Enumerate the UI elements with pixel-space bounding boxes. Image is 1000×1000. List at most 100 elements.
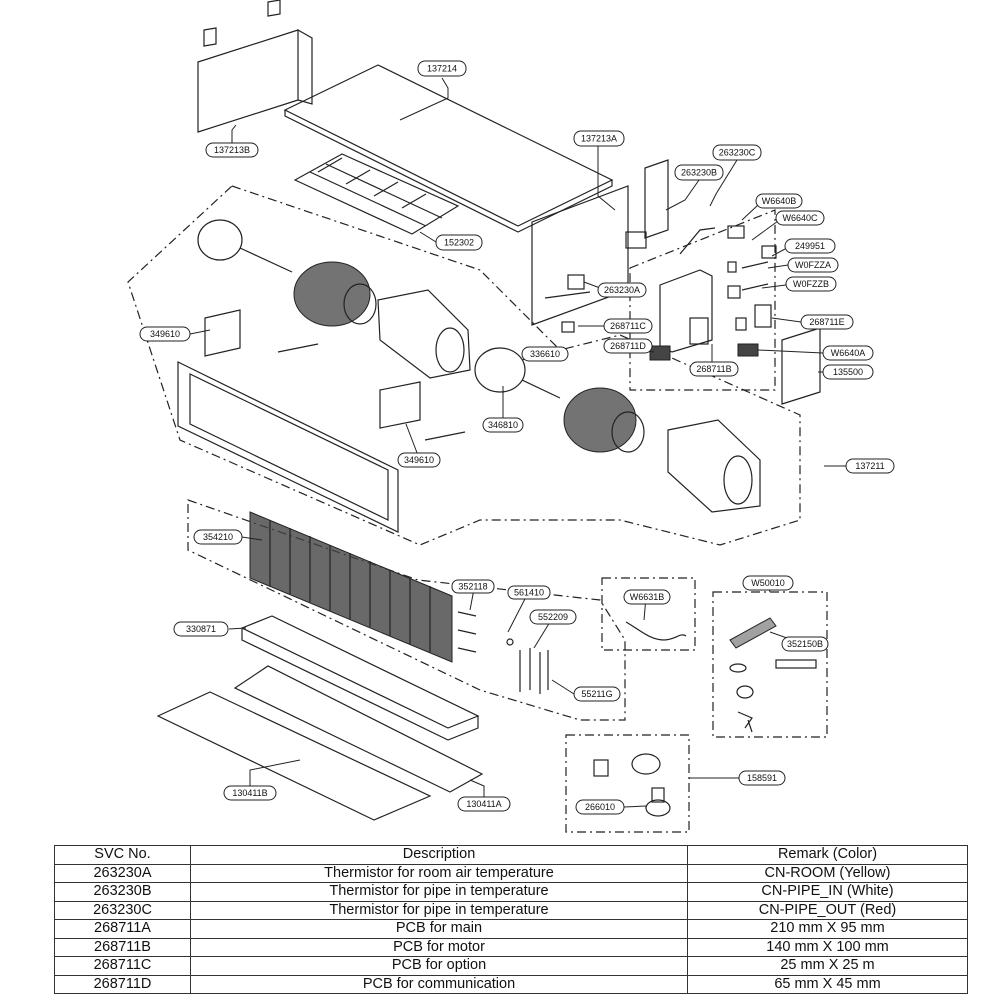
svg-text:W6640B: W6640B <box>762 196 797 206</box>
remark-cell: CN-PIPE_IN (White) <box>687 882 968 902</box>
callout-349610-right: 349610 <box>397 452 441 468</box>
drain-hose <box>625 621 687 641</box>
callout-W6640C: W6640C <box>775 210 825 226</box>
bottom-panel-a <box>233 665 484 793</box>
callout-130411B: 130411B <box>223 785 277 801</box>
fan-wheel-right <box>563 387 645 453</box>
svg-text:W0FZZA: W0FZZA <box>795 260 831 270</box>
table-row: 268711C PCB for option 25 mm X 25 m <box>54 956 968 976</box>
remark-cell: 140 mm X 100 mm <box>687 937 968 957</box>
svg-text:130411B: 130411B <box>232 788 267 798</box>
bottom-panel-b <box>156 691 432 821</box>
exploded-parts-diagram: 137214 137213B 137213A 152302 263230B 26… <box>127 0 895 833</box>
svg-text:135500: 135500 <box>833 367 863 377</box>
svg-text:268711C: 268711C <box>610 321 646 331</box>
callout-352150B: 352150B <box>781 636 829 652</box>
table-row: 268711B PCB for motor 140 mm X 100 mm <box>54 937 968 957</box>
svg-text:268711D: 268711D <box>610 341 646 351</box>
side-bracket-panel <box>197 0 313 133</box>
description-cell: Thermistor for room air temperature <box>190 863 688 883</box>
svg-text:W6631B: W6631B <box>630 592 665 602</box>
svg-text:561410: 561410 <box>514 588 544 598</box>
blower-motor-left <box>197 219 293 273</box>
control-box-housing <box>531 159 669 326</box>
callout-268711E: 268711E <box>800 314 854 330</box>
callout-552209: 552209 <box>529 609 577 625</box>
blower-motor-right <box>474 347 561 399</box>
air-filter-grille <box>293 153 460 235</box>
svc-no-cell: 268711D <box>54 974 191 994</box>
table-row: 268711A PCB for main 210 mm X 95 mm <box>54 919 968 939</box>
svg-text:263230C: 263230C <box>719 148 756 158</box>
description-cell: Thermistor for pipe in temperature <box>190 882 688 902</box>
svg-text:263230A: 263230A <box>604 285 640 295</box>
main-frame <box>177 361 399 533</box>
callout-135500: 135500 <box>822 364 874 380</box>
heat-exchanger-coil <box>249 511 453 663</box>
svg-text:W6640A: W6640A <box>831 348 866 358</box>
callout-137214: 137214 <box>417 60 467 77</box>
svc-no-cell: 263230B <box>54 882 191 902</box>
svg-text:346810: 346810 <box>488 420 518 430</box>
table-row: 263230A Thermistor for room air temperat… <box>54 863 968 883</box>
svg-text:552209: 552209 <box>538 612 568 622</box>
motor-bracket <box>204 309 466 441</box>
callout-346810: 346810 <box>482 417 524 433</box>
callout-W0FZZA: W0FZZA <box>787 257 839 273</box>
svc-no-cell: 263230C <box>54 900 191 920</box>
svc-no-cell: 263230A <box>54 863 191 883</box>
callout-263230C: 263230C <box>712 144 762 161</box>
service-parts-table: SVC No. Description Remark (Color) 26323… <box>54 845 968 994</box>
svg-text:268711E: 268711E <box>809 317 844 327</box>
table-row: 263230B Thermistor for pipe in temperatu… <box>54 882 968 902</box>
callout-W6631B: W6631B <box>623 589 671 605</box>
svg-text:55211G: 55211G <box>581 689 612 699</box>
svg-text:263230B: 263230B <box>681 168 717 178</box>
svg-text:249951: 249951 <box>795 241 825 251</box>
callout-W50010: W50010 <box>742 575 794 591</box>
svc-no-cell: 268711B <box>54 937 191 957</box>
svg-text:268711B: 268711B <box>696 364 731 374</box>
description-cell: PCB for option <box>190 956 688 976</box>
header-svc-no: SVC No. <box>54 845 191 865</box>
callout-268711C: 268711C <box>603 318 653 334</box>
header-remark: Remark (Color) <box>687 845 968 865</box>
fan-wheel-left <box>293 261 377 327</box>
svg-text:130411A: 130411A <box>466 799 501 809</box>
svg-text:W0FZZB: W0FZZB <box>793 279 829 289</box>
drain-hose-kit-box <box>601 577 696 651</box>
callout-137213B: 137213B <box>205 142 259 158</box>
table-row: 263230C Thermistor for pipe in temperatu… <box>54 900 968 920</box>
callout-263230A: 263230A <box>597 282 647 298</box>
refrigerant-piping <box>457 611 549 694</box>
svg-text:158591: 158591 <box>747 773 777 783</box>
remark-cell: CN-ROOM (Yellow) <box>687 863 968 883</box>
svg-text:266010: 266010 <box>585 802 615 812</box>
description-cell: PCB for communication <box>190 974 688 994</box>
callout-W6640B: W6640B <box>755 193 803 209</box>
callout-55211G: 55211G <box>573 686 621 702</box>
svg-text:354210: 354210 <box>203 532 233 542</box>
pump-kit-box <box>565 734 690 833</box>
callout-268711D: 268711D <box>603 338 653 354</box>
table-header-row: SVC No. Description Remark (Color) <box>54 845 968 865</box>
description-cell: PCB for motor <box>190 937 688 957</box>
fan-scroll-housing-left <box>377 289 471 379</box>
accessory-parts <box>729 617 817 733</box>
callout-137213A: 137213A <box>573 130 625 147</box>
callout-249951: 249951 <box>784 238 836 254</box>
callout-158591: 158591 <box>738 770 786 786</box>
fan-scroll-housing-right <box>667 419 761 513</box>
table-row: 268711D PCB for communication 65 mm X 45… <box>54 974 968 994</box>
remark-cell: CN-PIPE_OUT (Red) <box>687 900 968 920</box>
svg-text:352118: 352118 <box>458 582 487 592</box>
leader-lines <box>189 77 846 808</box>
callout-130411A: 130411A <box>457 796 511 812</box>
callout-137211: 137211 <box>845 458 895 474</box>
control-pcb-components <box>544 225 777 361</box>
pump-kit-parts <box>593 753 671 817</box>
callout-268711B: 268711B <box>689 361 739 377</box>
svg-text:330871: 330871 <box>186 624 216 634</box>
remark-cell: 210 mm X 95 mm <box>687 919 968 939</box>
svg-text:W50010: W50010 <box>751 578 785 588</box>
